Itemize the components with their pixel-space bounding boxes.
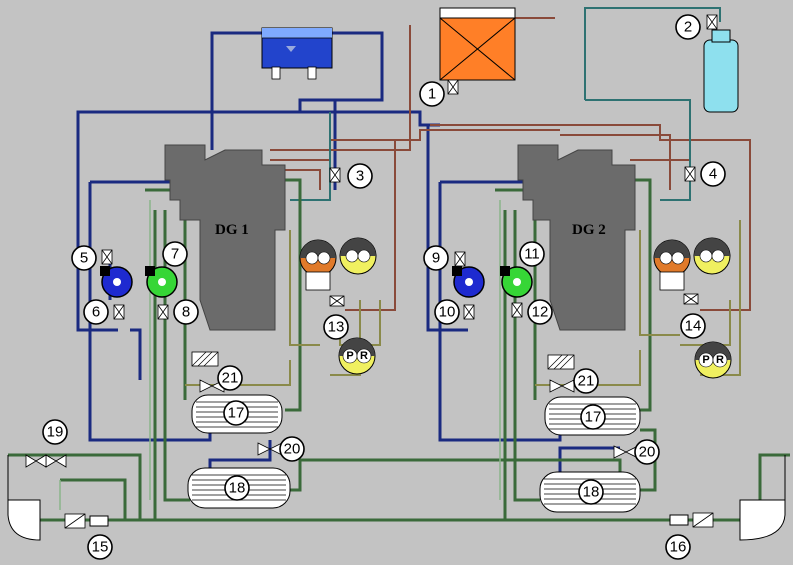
marker-1: 1	[419, 81, 445, 107]
separator-2	[693, 237, 731, 275]
svg-text:7: 7	[171, 246, 179, 263]
svg-text:19: 19	[47, 424, 64, 441]
marker-7: 7	[162, 241, 188, 267]
svg-text:20: 20	[284, 441, 301, 458]
lube-pipes	[59, 200, 501, 510]
svg-text:18: 18	[229, 480, 246, 497]
svg-text:13: 13	[328, 319, 345, 336]
engine-dg2: DG 2	[517, 144, 636, 331]
svg-text:1: 1	[428, 86, 436, 103]
sea-water-pipes	[8, 178, 790, 522]
marker-3: 3	[347, 163, 373, 189]
svg-text:9: 9	[432, 250, 440, 267]
engine-dg1-label: DG 1	[215, 222, 249, 238]
marker-21-left: 21	[217, 365, 243, 391]
strainer-16	[669, 512, 714, 528]
strainer-15	[64, 513, 109, 529]
marker-8: 8	[173, 299, 199, 325]
air-bottle	[703, 29, 739, 113]
pump-sea-water-2	[500, 266, 533, 298]
svg-text:8: 8	[182, 304, 190, 321]
marker-21-right: 21	[573, 368, 599, 394]
sea-chest-right	[739, 455, 786, 541]
marker-4: 4	[700, 161, 726, 187]
svg-text:5: 5	[80, 250, 88, 267]
fuel-pipes	[270, 17, 751, 311]
marker-14: 14	[680, 313, 706, 339]
marker-13: 13	[323, 314, 349, 340]
purifier-1: P R	[338, 337, 376, 375]
marker-19: 19	[42, 419, 68, 445]
marker-18-right: 18	[578, 479, 604, 505]
svg-text:6: 6	[92, 304, 100, 321]
heater-2	[547, 354, 575, 370]
air-pipes	[290, 7, 721, 201]
svg-text:20: 20	[639, 444, 656, 461]
expansion-tank	[261, 27, 333, 69]
marker-10: 10	[434, 299, 460, 325]
purifier-1-r-label: R	[360, 350, 368, 362]
svg-text:16: 16	[670, 539, 687, 556]
filter-fuel-2	[653, 239, 691, 291]
purifier-1-p-label: P	[346, 350, 353, 362]
svg-text:12: 12	[532, 304, 549, 321]
marker-6: 6	[83, 299, 109, 325]
svg-text:2: 2	[684, 19, 692, 36]
three-way-valves	[25, 379, 639, 468]
svg-text:21: 21	[578, 373, 595, 390]
marker-17-right: 17	[580, 404, 606, 430]
marker-12: 12	[527, 299, 553, 325]
purifier-2: P R	[694, 341, 732, 379]
pump-sea-water-1	[145, 266, 178, 298]
svg-text:17: 17	[228, 405, 245, 422]
marker-11: 11	[519, 241, 545, 267]
svg-text:4: 4	[709, 166, 717, 183]
separator-1	[339, 237, 377, 275]
marker-20-left: 20	[279, 436, 305, 462]
svg-text:17: 17	[585, 409, 602, 426]
filter-fuel-1	[299, 239, 337, 291]
engine-dg2-label: DG 2	[572, 222, 606, 238]
sea-chest-left	[7, 455, 41, 541]
marker-20-right: 20	[634, 439, 660, 465]
marker-2: 2	[675, 14, 701, 40]
svg-text:10: 10	[439, 304, 456, 321]
marker-16: 16	[665, 534, 691, 560]
marker-9: 9	[423, 245, 449, 271]
purifier-2-p-label: P	[702, 354, 709, 366]
pump-fresh-water-2	[452, 266, 485, 298]
marker-15: 15	[87, 534, 113, 560]
svg-text:15: 15	[92, 539, 109, 556]
marker-18-left: 18	[224, 475, 250, 501]
marker-5: 5	[71, 245, 97, 271]
heater-1	[191, 351, 219, 367]
purifier-2-r-label: R	[716, 354, 724, 366]
svg-text:18: 18	[583, 484, 600, 501]
pump-fresh-water-1	[100, 266, 133, 298]
marker-17-left: 17	[223, 400, 249, 426]
valves	[101, 14, 718, 320]
day-tank	[439, 7, 516, 81]
svg-text:11: 11	[524, 246, 540, 263]
svg-text:3: 3	[356, 168, 364, 185]
svg-text:21: 21	[222, 370, 239, 387]
engine-dg1: DG 1	[164, 144, 286, 331]
svg-text:14: 14	[685, 318, 702, 335]
